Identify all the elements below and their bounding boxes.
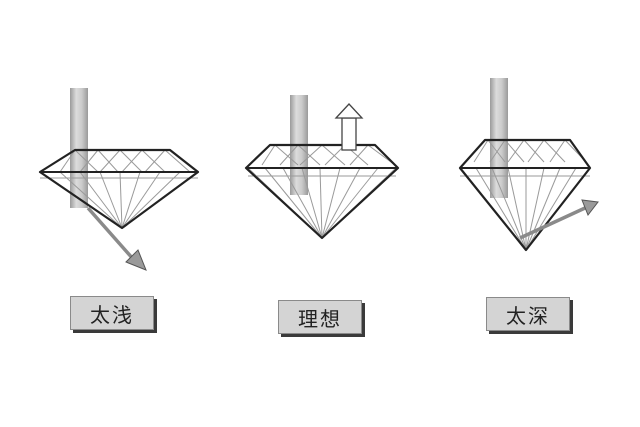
leaking-light-arrow (519, 199, 599, 240)
ideal-diamond (244, 95, 400, 240)
label-shallow-text: 太浅 (90, 302, 134, 327)
label-shallow: 太浅 (70, 296, 154, 330)
leaking-light-arrow (86, 206, 147, 271)
shallow-diamond (38, 88, 200, 271)
returning-light-arrow (334, 103, 364, 151)
label-deep: 太深 (486, 297, 570, 331)
deep-diamond-outline (458, 138, 592, 252)
label-ideal-text: 理想 (298, 306, 342, 331)
shallow-diamond-outline (38, 148, 200, 230)
ideal-facets (247, 144, 397, 239)
deep-diamond (458, 78, 599, 252)
deep-facets (459, 139, 591, 251)
label-deep-text: 太深 (506, 303, 550, 328)
incoming-light-beam (490, 78, 508, 198)
ideal-diamond-outline (244, 143, 400, 240)
label-ideal: 理想 (278, 300, 362, 334)
incoming-light-beam (70, 88, 88, 208)
